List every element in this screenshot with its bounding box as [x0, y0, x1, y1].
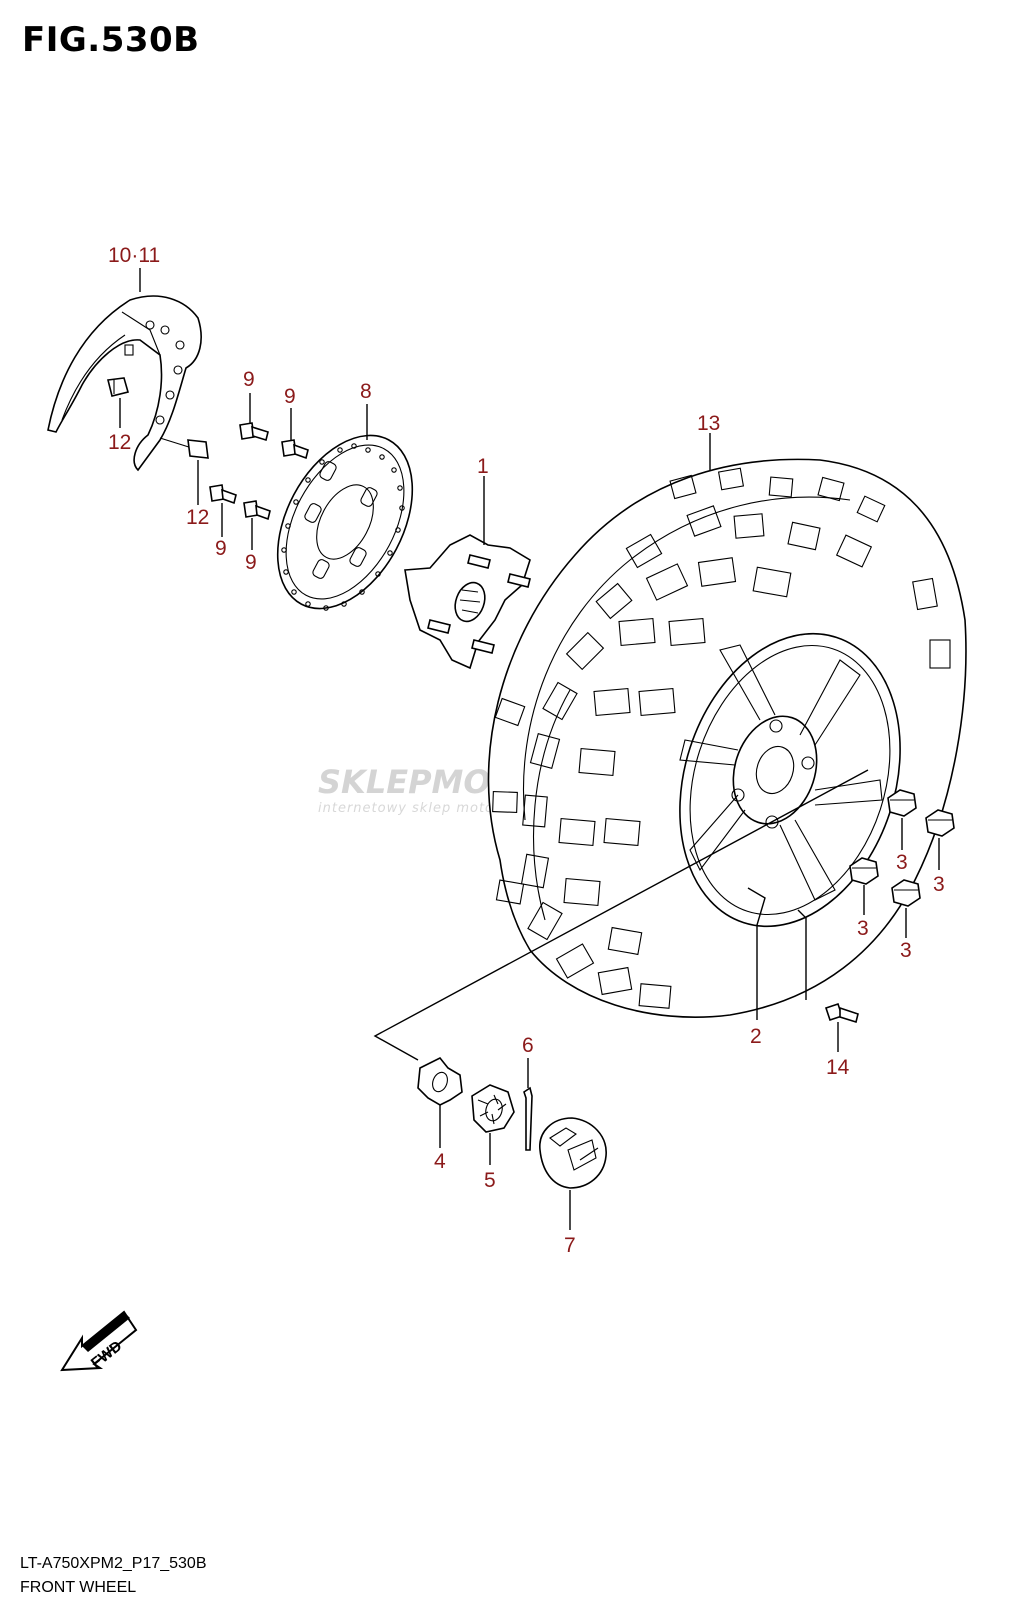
callout-3-a: 3 — [896, 851, 908, 874]
brake-disc-cover-part[interactable] — [47, 295, 202, 472]
valve-14-part[interactable] — [824, 1002, 859, 1024]
callout-6: 6 — [522, 1034, 534, 1057]
callout-1: 1 — [477, 455, 489, 478]
callout-3-d: 3 — [900, 939, 912, 962]
wheel-rim-part[interactable] — [644, 605, 936, 955]
callout-8: 8 — [360, 380, 372, 403]
callout-12-lower: 12 — [186, 506, 209, 529]
callout-7: 7 — [564, 1234, 576, 1257]
callout-9-b: 9 — [284, 385, 296, 408]
bolt-9-a-part[interactable] — [239, 422, 269, 442]
callout-9-d: 9 — [245, 551, 257, 574]
bolt-9-c-part[interactable] — [209, 484, 237, 505]
callout-3-c: 3 — [857, 917, 869, 940]
leader-lines — [119, 268, 940, 1230]
hub-stud-4 — [471, 639, 495, 654]
footer: LT-A750XPM2_P17_530B FRONT WHEEL — [20, 1552, 207, 1600]
figure-name: FRONT WHEEL — [20, 1579, 137, 1596]
callout-14: 14 — [826, 1056, 850, 1079]
castle-nut-5-part[interactable] — [471, 1084, 515, 1133]
bolt-9-d-part[interactable] — [243, 500, 271, 521]
brake-disc-part[interactable] — [250, 413, 440, 632]
wheel-nut-3-d-part[interactable] — [891, 879, 921, 907]
callout-13: 13 — [697, 412, 720, 435]
cotter-pin-6-part[interactable] — [523, 1086, 533, 1151]
hub-stud-3 — [427, 619, 451, 634]
callout-2: 2 — [750, 1025, 762, 1048]
wheel-nut-3-c-part[interactable] — [849, 857, 879, 885]
callout-12-upper: 12 — [108, 431, 131, 454]
lock-washer-4-part[interactable] — [417, 1056, 463, 1106]
hub-stud-1 — [467, 554, 491, 569]
callout-9-c: 9 — [215, 537, 227, 560]
callout-4: 4 — [434, 1150, 446, 1173]
callout-10-11: 10·11 — [108, 244, 160, 267]
callout-9-a: 9 — [243, 368, 255, 391]
callout-5: 5 — [484, 1169, 496, 1192]
callout-labels: 10·11 12 12 9 9 9 9 8 1 13 3 3 3 3 2 14 … — [108, 244, 945, 1257]
bolt-9-b-part[interactable] — [281, 439, 309, 460]
bolt-12-upper-part[interactable] — [107, 377, 129, 397]
figure-code: LT-A750XPM2_P17_530B — [20, 1555, 207, 1572]
wheel-nut-3-a-part[interactable] — [887, 789, 917, 817]
hub-cap-7-part[interactable] — [539, 1117, 607, 1189]
hub-stud-2 — [507, 573, 531, 588]
callout-3-b: 3 — [933, 873, 945, 896]
bolt-12-lower-part[interactable] — [159, 437, 209, 459]
wheel-hub-part[interactable] — [404, 534, 531, 670]
fwd-arrow: FWD — [60, 1310, 138, 1372]
wheel-nut-3-b-part[interactable] — [925, 809, 955, 837]
figure-title: FIG.530B — [22, 20, 200, 60]
